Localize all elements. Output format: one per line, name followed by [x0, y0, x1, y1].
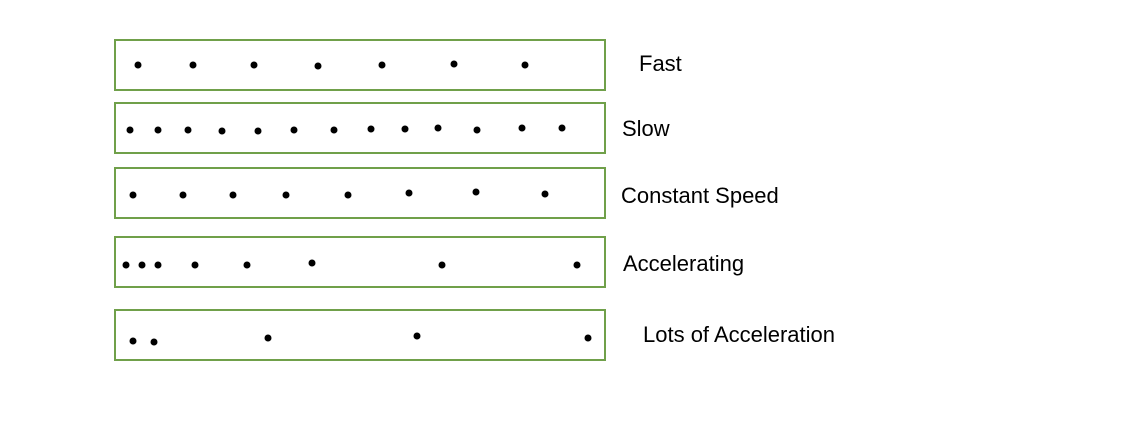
strip-accelerating: Accelerating	[114, 236, 744, 288]
ticker-dot	[134, 61, 142, 69]
ticker-dot	[308, 259, 316, 267]
strip-label-fast: Fast	[639, 51, 682, 76]
ticker-dot	[138, 261, 146, 269]
ticker-dot	[254, 127, 262, 135]
tape-strip-lots-of-acceleration	[114, 309, 606, 361]
ticker-dot	[264, 334, 272, 342]
ticker-dot	[184, 126, 192, 134]
ticker-dot	[344, 191, 352, 199]
ticker-dot	[189, 61, 197, 69]
strip-slow: Slow	[114, 102, 670, 154]
ticker-dot	[438, 261, 446, 269]
ticker-dot	[450, 60, 458, 68]
ticker-dot	[290, 126, 298, 134]
ticker-dot	[282, 191, 290, 199]
ticker-dot	[558, 124, 566, 132]
ticker-dot	[229, 191, 237, 199]
ticker-dot	[405, 189, 413, 197]
ticker-dot	[122, 261, 130, 269]
ticker-dot	[521, 61, 529, 69]
dots-slow	[126, 124, 566, 135]
ticker-dot	[218, 127, 226, 135]
strip-label-slow: Slow	[622, 116, 670, 141]
ticker-dot	[314, 62, 322, 70]
ticker-dot	[473, 126, 481, 134]
ticker-dot	[154, 126, 162, 134]
ticker-dot	[413, 332, 421, 340]
ticker-dot	[472, 188, 480, 196]
ticker-dot	[154, 261, 162, 269]
strip-constant-speed: Constant Speed	[114, 167, 779, 219]
ticker-dot	[367, 125, 375, 133]
ticker-dot	[250, 61, 258, 69]
ticker-dot	[129, 191, 137, 199]
ticker-dot	[191, 261, 199, 269]
tape-strip-slow	[114, 102, 606, 154]
ticker-dot	[243, 261, 251, 269]
ticker-dot	[126, 126, 134, 134]
ticker-dot	[378, 61, 386, 69]
strip-lots-of-acceleration: Lots of Acceleration	[114, 309, 835, 361]
ticker-dot	[573, 261, 581, 269]
tape-strip-fast	[114, 39, 606, 91]
ticker-dot	[150, 338, 158, 346]
strip-label-constant-speed: Constant Speed	[621, 183, 779, 208]
dots-constant-speed	[129, 188, 549, 199]
dots-accelerating	[122, 259, 581, 269]
strip-label-accelerating: Accelerating	[623, 251, 744, 276]
ticker-dot	[541, 190, 549, 198]
dots-fast	[134, 60, 529, 70]
ticker-dot	[179, 191, 187, 199]
tape-strip-constant-speed	[114, 167, 606, 219]
strip-fast: Fast	[114, 39, 682, 91]
ticker-dot	[330, 126, 338, 134]
strip-label-lots-of-acceleration: Lots of Acceleration	[643, 322, 835, 347]
ticker-dot	[518, 124, 526, 132]
ticker-dot	[401, 125, 409, 133]
tape-strip-accelerating	[114, 236, 606, 288]
ticker-dot	[129, 337, 137, 345]
ticker-dot	[434, 124, 442, 132]
dots-lots-of-acceleration	[129, 332, 592, 346]
ticker-dot	[584, 334, 592, 342]
